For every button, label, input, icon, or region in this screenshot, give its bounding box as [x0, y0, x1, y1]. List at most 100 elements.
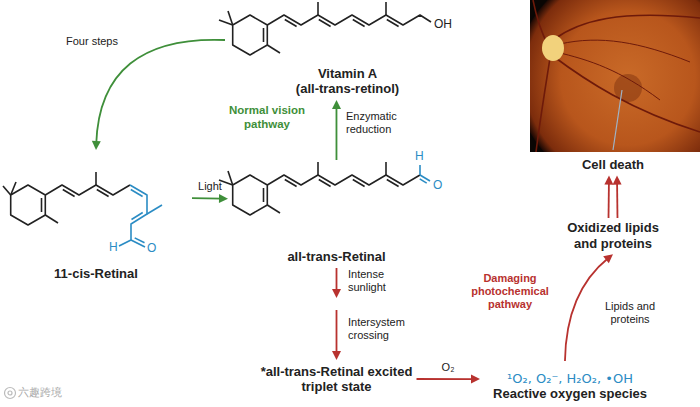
art-path: [556, 52, 660, 100]
atom-label: O: [147, 241, 156, 255]
node-title: ¹O₂, O₂⁻, H₂O₂, •OH: [507, 371, 633, 387]
arrow-head: [332, 351, 341, 360]
art-line: [317, 162, 319, 175]
arrow-head: [603, 254, 613, 263]
art-path: [192, 197, 222, 199]
node-title: 11-cis-Retinal: [54, 266, 138, 282]
art-g: [219, 162, 420, 215]
arrow-head: [219, 194, 228, 203]
art-line: [317, 2, 319, 15]
art-line: [613, 90, 622, 150]
edge-label: Enzymatic reduction: [346, 110, 421, 136]
retina-photo: [530, 0, 700, 152]
edge-label: Lipids and proteins: [596, 300, 664, 326]
arrow-connector: [613, 176, 622, 218]
art-path: [536, 58, 550, 152]
art-polyline: [45, 185, 130, 195]
node-title: Vitamin A: [318, 66, 377, 82]
art-line: [385, 2, 387, 15]
arrow-connector: [192, 194, 228, 203]
node-title: Cell death: [582, 157, 644, 173]
atom-label: H: [109, 240, 118, 254]
node-title: Oxidized lipids and proteins: [557, 220, 669, 251]
art-line: [387, 180, 399, 187]
art-path: [608, 182, 610, 218]
species-node: ¹O₂, O₂⁻, H₂O₂, •OHReactive oxygen speci…: [480, 361, 660, 405]
watermark-icon: [5, 388, 16, 399]
arrow-head: [471, 375, 480, 384]
art-line: [319, 180, 331, 187]
edge-label: Intense sunlight: [348, 268, 418, 294]
molecule-node: all-trans-Retinal: [228, 160, 445, 268]
node-title: *all-trans-Retinal excited triplet state: [257, 364, 417, 395]
art-line: [132, 213, 143, 220]
state-node: *all-trans-Retinal excited triplet state: [257, 360, 417, 398]
art-line: [45, 215, 58, 223]
art-line: [228, 11, 233, 25]
arrow-connector: [604, 176, 613, 218]
art-line: [95, 172, 97, 185]
edge-label: Four steps: [60, 35, 124, 48]
art-line: [285, 20, 297, 27]
step-label: Intersystem crossing: [348, 316, 428, 342]
11-cis-retinal-molecule: [3, 172, 162, 247]
art-line: [267, 45, 280, 53]
art-line: [385, 162, 387, 175]
art-line: [387, 20, 399, 27]
node-text: (all-trans-retinol): [296, 81, 399, 97]
pathway-label: Normal vision pathway: [222, 104, 312, 132]
art-line: [263, 28, 265, 42]
art-line: [267, 205, 280, 213]
art-path: [336, 106, 338, 160]
art-line: [131, 240, 145, 247]
art-line: [131, 190, 143, 197]
arrow-head: [332, 289, 341, 298]
art-line: [353, 20, 365, 27]
atom-label: OH: [434, 17, 452, 31]
art-polygon: [11, 185, 46, 225]
molecule-node: 11-cis-Retinal: [0, 150, 192, 285]
arrow-head: [604, 176, 613, 185]
art-line: [97, 190, 109, 197]
arrow-head: [92, 141, 101, 150]
pathway-label: Damaging photochemical pathway: [462, 272, 558, 312]
art-polygon: [233, 175, 268, 215]
vitamin-a-molecule: [219, 2, 431, 55]
art-line: [228, 171, 233, 185]
art-line: [63, 190, 75, 197]
art-line: [147, 205, 162, 214]
arrow-connector: [332, 100, 341, 160]
art-polygon: [233, 15, 268, 55]
art-g: [420, 165, 430, 183]
art-path: [96, 40, 225, 144]
art-line: [135, 238, 145, 243]
art-line: [285, 180, 297, 187]
arrow-head: [332, 100, 341, 109]
arrow-head: [613, 176, 622, 185]
art-line: [319, 20, 331, 27]
art-path: [553, 15, 700, 40]
molecule-node: Vitamin A(all-trans-retinol): [225, 0, 470, 100]
arrow-connector: [417, 375, 481, 384]
arrow-connector: [332, 268, 341, 360]
art-line: [11, 182, 16, 195]
edge-label: O₂: [434, 361, 462, 374]
result-node: Oxidized lipids and proteins: [557, 218, 669, 254]
art-polyline: [130, 185, 147, 240]
result-node: Cell death: [563, 155, 663, 176]
art-path: [336, 268, 338, 354]
atom-label: O: [433, 178, 442, 192]
art-line: [263, 188, 265, 202]
art-line: [353, 180, 365, 187]
node-title: all-trans-Retinal: [287, 249, 385, 265]
watermark: 六趣跨境: [18, 386, 62, 399]
art-path: [565, 258, 608, 361]
art-line: [119, 240, 131, 246]
art-path: [553, 56, 700, 132]
arrow-connector: [92, 40, 225, 150]
art-line: [420, 179, 427, 183]
art-line: [419, 165, 421, 175]
art-g: [119, 185, 162, 247]
